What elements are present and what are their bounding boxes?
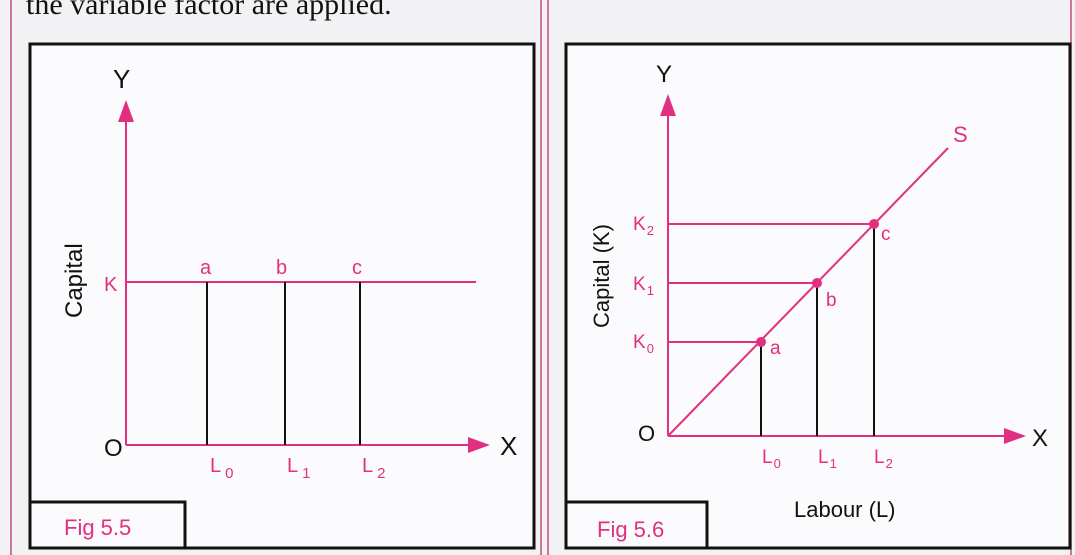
fig1-x-arrow <box>468 437 490 453</box>
fig2-point-label-b: b <box>826 290 837 311</box>
top-text-fragment: the variable factor are applied. <box>26 0 392 21</box>
fig2-line-label-s: S <box>953 122 968 147</box>
fig2-l2-label: L2 <box>874 447 893 471</box>
fig2-x-arrow <box>1004 428 1026 444</box>
fig2-point-b <box>812 278 822 288</box>
fig1-point-label-c: c <box>352 257 362 279</box>
fig2-x-letter: X <box>1032 425 1048 452</box>
fig1-k-label: K <box>104 274 118 296</box>
fig2-y-axis-title: Capital (K) <box>589 224 614 328</box>
fig1-point-label-b: b <box>276 257 287 279</box>
fig1-caption-box <box>30 500 187 548</box>
fig1-y-arrow <box>118 100 134 122</box>
fig2-k1-label: K1 <box>633 274 654 298</box>
fig2-point-c <box>869 219 879 229</box>
fig2-l0-label: L0 <box>762 447 781 471</box>
fig2-x-axis-title: Labour (L) <box>794 497 896 522</box>
fig2-y-arrow <box>660 94 676 116</box>
fig2-origin-label: O <box>638 421 655 446</box>
fig1-point-label-a: a <box>200 257 212 279</box>
fig2-y-letter: Y <box>656 61 672 88</box>
fig1-frame <box>28 42 536 550</box>
fig1-origin-label: O <box>104 435 123 462</box>
fig2-k0-label: K0 <box>633 332 654 356</box>
fig2-k2-label: K2 <box>633 214 654 238</box>
fig2-caption: Fig 5.6 <box>597 517 664 542</box>
fig1-y-letter: Y <box>113 64 130 94</box>
fig2-caption-box <box>566 500 709 548</box>
fig2-l1-label: L1 <box>818 447 837 471</box>
fig1-caption: Fig 5.5 <box>64 515 131 540</box>
fig2-expansion-path <box>667 147 949 437</box>
fig2-point-a <box>756 337 766 347</box>
fig1-x-letter: X <box>500 431 517 461</box>
fig2-point-label-c: c <box>881 224 891 245</box>
figure-5-6: Y X O Capital (K) Labour (L) S K2 K1 K0 … <box>564 42 1072 550</box>
fig1-y-axis-title: Capital <box>61 243 88 318</box>
fig2-point-label-a: a <box>770 338 781 359</box>
